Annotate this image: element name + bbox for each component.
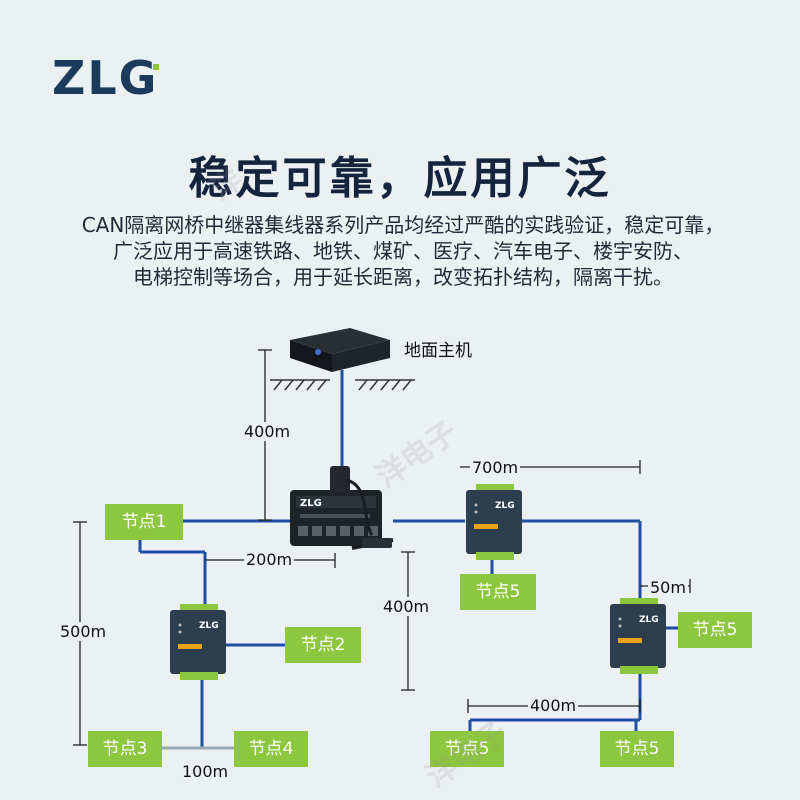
node-3: 节点3 (88, 731, 162, 767)
svg-text:ZLG: ZLG (300, 498, 322, 509)
node-5-bottom-right: 节点5 (600, 731, 674, 767)
description: CAN隔离网桥中继器集线器系列产品均经过严酷的实践验证，稳定可靠， 广泛应用于高… (28, 212, 778, 290)
svg-text:ZLG: ZLG (52, 52, 158, 102)
node-1: 节点1 (105, 504, 183, 540)
bus-lines (138, 370, 678, 750)
repeater-device-icon: ZLG (170, 604, 226, 680)
svg-text:ZLG: ZLG (639, 615, 659, 625)
distance-hub-to-right: 700m (470, 458, 521, 477)
node-4: 节点4 (234, 731, 308, 767)
ground-hatch (270, 379, 415, 391)
repeater-device-icon: ZLG (610, 598, 666, 674)
svg-text:ZLG: ZLG (495, 501, 515, 511)
svg-text:ZLG: ZLG (199, 621, 219, 631)
distance-bottom-right: 400m (528, 696, 579, 715)
node-5-upper: 节点5 (460, 574, 536, 610)
distance-right-vertical: 400m (381, 597, 432, 616)
zlg-logo: ZLG (52, 52, 159, 102)
repeater-device-icon: ZLG (466, 484, 522, 560)
ground-host-label: 地面主机 (404, 341, 472, 361)
node-5-right: 节点5 (678, 612, 752, 648)
page-title: 稳定可靠，应用广泛 (188, 153, 612, 204)
distance-stub-right: 50m (648, 578, 688, 597)
description-line-2: 广泛应用于高速铁路、地铁、煤矿、医疗、汽车电子、楼宇安防、 (113, 239, 693, 263)
hub-device-icon: ZLG (290, 466, 394, 550)
description-line-3: 电梯控制等场合，用于延长距离，改变拓扑结构，隔离干扰。 (133, 265, 673, 289)
distance-left-vertical: 500m (58, 622, 109, 641)
distance-bottom-left: 100m (180, 762, 231, 781)
ground-host-computer-icon (290, 328, 390, 372)
node-2: 节点2 (285, 627, 361, 663)
distance-host-to-hub: 400m (242, 422, 293, 441)
description-line-1: CAN隔离网桥中继器集线器系列产品均经过严酷的实践验证，稳定可靠， (81, 213, 725, 237)
distance-hub-branch: 200m (244, 550, 295, 569)
node-5-bottom-left: 节点5 (430, 731, 504, 767)
